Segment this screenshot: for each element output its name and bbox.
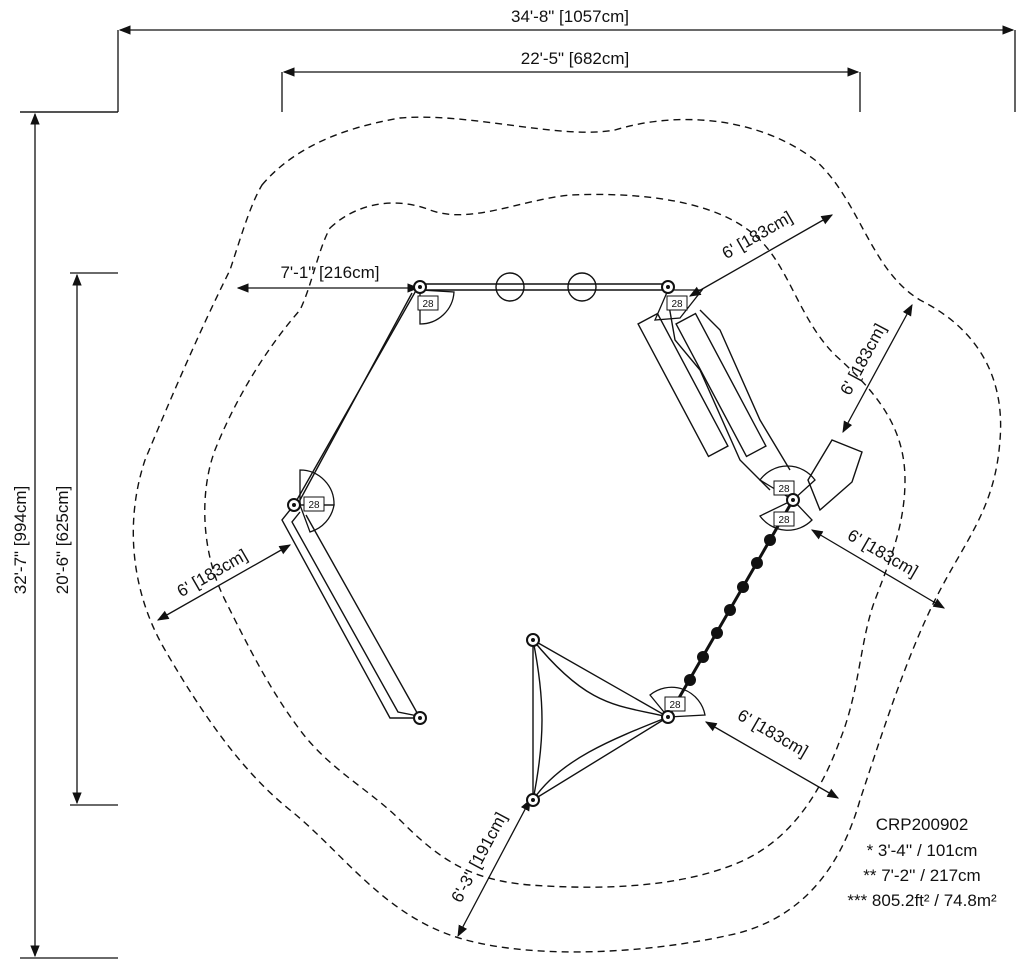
bottom-offset-label: 6'-3" [191cm] — [448, 809, 511, 905]
inner-safety-zone — [204, 193, 906, 888]
post-tag: 28 — [669, 700, 681, 711]
bead-chain — [684, 534, 776, 686]
outer-safety-zone — [132, 116, 1002, 953]
overall-height-label: 32'-7" [994cm] — [11, 486, 30, 595]
posts — [287, 280, 800, 807]
model-number: CRP200902 — [876, 815, 969, 834]
bottom-right-offset-label: 6' [183cm] — [734, 706, 811, 761]
post-tag: 28 — [671, 299, 683, 310]
notes-block: CRP200902 * 3'-4'' / 101cm ** 7'-2'' / 2… — [847, 815, 997, 910]
post-tag: 28 — [778, 484, 790, 495]
top-right-offset-label: 6' [183cm] — [719, 208, 796, 263]
equipment-structure — [281, 272, 863, 802]
post-tag: 28 — [778, 515, 790, 526]
post-centers — [292, 285, 795, 802]
note-line-2: ** 7'-2'' / 217cm — [863, 866, 980, 885]
top-left-offset-label: 7'-1" [216cm] — [280, 263, 379, 282]
note-line-3: *** 805.2ft² / 74.8m² — [847, 891, 997, 910]
overall-width-label: 34'-8" [1057cm] — [511, 7, 629, 26]
inner-width-label: 22'-5" [682cm] — [521, 49, 630, 68]
post-tag: 28 — [308, 500, 320, 511]
note-line-1: * 3'-4'' / 101cm — [867, 841, 978, 860]
post-tags: 28 28 28 28 28 28 — [303, 295, 795, 712]
post-tag: 28 — [422, 299, 434, 310]
right-mid-offset-label: 6' [183cm] — [844, 526, 921, 581]
post-platforms — [299, 289, 816, 718]
inner-height-label: 20'-6" [625cm] — [53, 486, 72, 595]
